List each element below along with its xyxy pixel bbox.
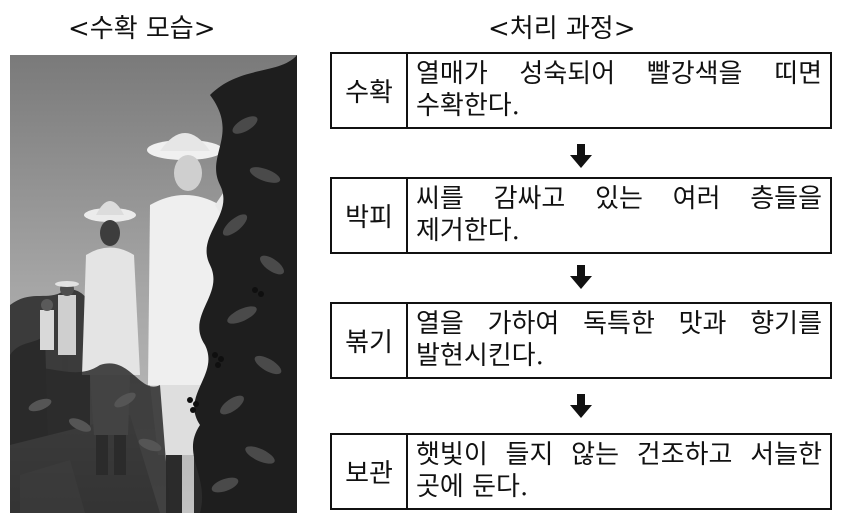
coffee-harvest-photo — [10, 55, 297, 513]
process-step-roasting: 볶기 열을 가하여 독특한 맛과 향기를 발현시킨다. — [330, 302, 832, 379]
harvest-photo-heading: <수확 모습> — [68, 14, 216, 44]
step-label: 보관 — [332, 435, 408, 508]
step-description: 열을 가하여 독특한 맛과 향기를 발현시킨다. — [416, 309, 822, 371]
step-label: 수확 — [332, 54, 408, 127]
process-heading: <처리 과정> — [488, 14, 636, 44]
step-label: 박피 — [332, 179, 408, 252]
process-step-hulling: 박피 씨를 감싸고 있는 여러 층들을 제거한다. — [330, 177, 832, 254]
arrow-down-icon — [570, 265, 592, 289]
process-step-harvest: 수확 열매가 성숙되어 빨강색을 띠면 수확한다. — [330, 52, 832, 129]
step-description: 열매가 성숙되어 빨강색을 띠면 수확한다. — [416, 59, 822, 121]
process-step-storage: 보관 햇빛이 들지 않는 건조하고 서늘한 곳에 둔다. — [330, 433, 832, 510]
step-description: 씨를 감싸고 있는 여러 층들을 제거한다. — [416, 184, 822, 246]
step-description: 햇빛이 들지 않는 건조하고 서늘한 곳에 둔다. — [416, 440, 822, 502]
arrow-down-icon — [570, 394, 592, 418]
step-label: 볶기 — [332, 304, 408, 377]
arrow-down-icon — [570, 144, 592, 168]
